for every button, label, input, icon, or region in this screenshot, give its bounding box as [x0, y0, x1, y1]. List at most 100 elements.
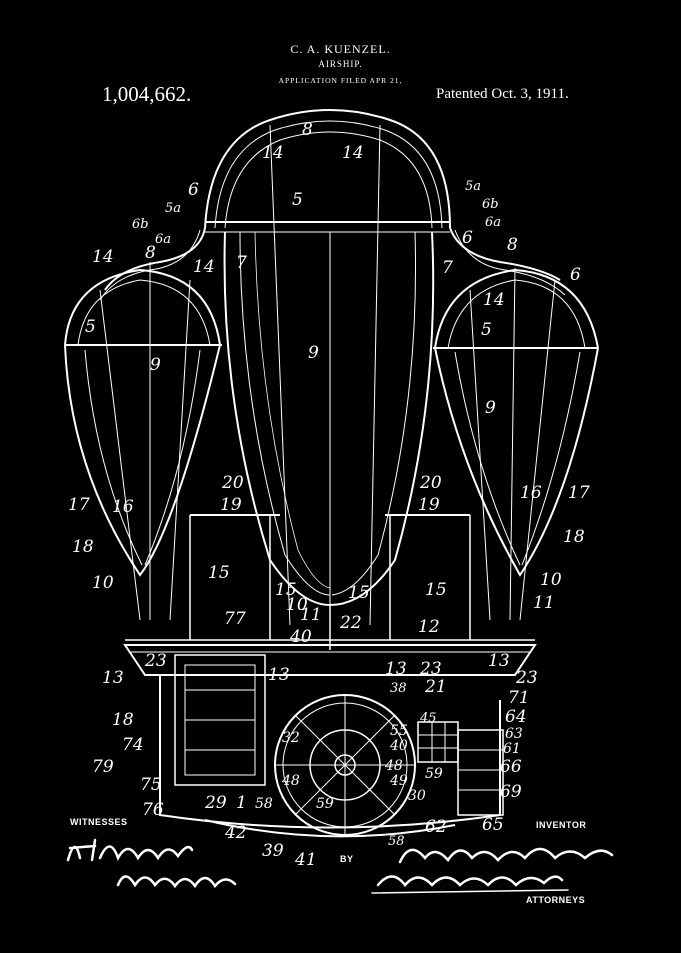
ref-numeral: 8	[145, 243, 156, 263]
ref-numeral: 14	[483, 290, 505, 310]
ref-numeral: 40	[289, 627, 312, 647]
right-balloon	[434, 347, 599, 577]
ref-numeral: 5a	[465, 179, 481, 194]
ref-numeral: 6b	[132, 217, 149, 232]
ref-numeral: 9	[150, 355, 161, 375]
ref-numeral: 42	[224, 823, 247, 843]
ref-numeral: 58	[388, 834, 405, 849]
ref-numeral: 23	[515, 668, 538, 688]
ref-numeral: 66	[500, 757, 522, 777]
ref-numeral: 15	[348, 583, 370, 603]
ref-numeral: 71	[508, 688, 530, 708]
attorney-signature	[376, 875, 564, 887]
ref-numeral: 13	[385, 659, 407, 679]
ref-numeral: 19	[220, 495, 242, 515]
by-label: BY	[340, 854, 354, 864]
car-platform	[123, 644, 537, 676]
ref-numeral: 15	[275, 580, 297, 600]
ref-numeral: 8	[302, 120, 313, 140]
ref-numeral: 41	[294, 850, 317, 870]
ref-numeral: 20	[221, 473, 244, 493]
ref-numeral: 14	[92, 247, 114, 267]
ref-numeral: 20	[419, 473, 442, 493]
ref-numeral: 29	[204, 793, 227, 813]
inventor-label: INVENTOR	[536, 820, 587, 830]
ref-numeral: 62	[425, 817, 447, 837]
ref-numeral: 18	[112, 710, 134, 730]
ref-numeral: 10	[286, 595, 308, 615]
patent-title: AIRSHIP.	[318, 59, 363, 69]
ref-numeral: 45	[419, 711, 437, 726]
ref-numeral: 6	[570, 265, 581, 285]
inventor-signature	[398, 847, 614, 864]
car-body	[159, 675, 501, 829]
ref-numeral: 39	[262, 841, 284, 861]
ref-numeral: 6a	[155, 232, 171, 247]
ref-numeral: 49	[389, 773, 408, 789]
fuel-tanks	[457, 729, 504, 816]
ref-numeral: 5	[292, 190, 303, 210]
ref-numeral: 14	[342, 143, 364, 163]
ref-numeral: 7	[236, 253, 247, 273]
ref-numeral: 9	[485, 398, 496, 418]
ref-numeral: 75	[140, 775, 162, 795]
inventor-name: C. A. KUENZEL.	[290, 42, 391, 56]
witness-signature-1	[66, 838, 194, 862]
left-balloon	[64, 344, 221, 577]
ref-numeral: 13	[102, 668, 124, 688]
ref-numeral: 15	[425, 580, 447, 600]
ref-numeral: 7	[442, 258, 453, 278]
ref-numeral: 69	[500, 782, 522, 802]
ref-numeral: 11	[533, 593, 555, 613]
ref-numeral: 30	[408, 788, 426, 804]
ref-numeral: 14	[262, 143, 284, 163]
ref-numeral: 13	[268, 665, 290, 685]
witness-signature-2	[116, 875, 237, 889]
left-swoop	[104, 227, 206, 291]
ref-numeral: 17	[68, 495, 90, 515]
ref-numeral: 15	[208, 563, 230, 583]
patent-date: Patented Oct. 3, 1911.	[436, 86, 569, 102]
ref-numeral: 10	[540, 570, 562, 590]
ref-numeral: 61	[503, 741, 521, 757]
ref-numeral: 6	[188, 180, 199, 200]
ref-numeral: 77	[224, 609, 246, 629]
left-balloon-top	[64, 268, 221, 346]
ref-numeral: 48	[281, 773, 300, 789]
ref-numeral: 76	[142, 800, 164, 820]
ref-numeral: 65	[482, 815, 504, 835]
ref-numeral: 10	[92, 573, 114, 593]
drawing-lines	[64, 109, 599, 838]
ref-numeral: 5a	[165, 201, 181, 216]
ref-numeral: 38	[390, 681, 407, 696]
ref-numeral: 16	[520, 483, 542, 503]
ref-numeral: 58	[255, 796, 273, 812]
ref-numeral: 6b	[482, 197, 499, 212]
ref-numeral: 48	[384, 758, 403, 774]
central-balloon	[223, 231, 435, 607]
right-swoop	[449, 227, 561, 281]
attorneys-label: ATTORNEYS	[526, 895, 586, 905]
ref-numeral: 74	[122, 735, 144, 755]
signatures	[66, 838, 614, 894]
ref-numeral: 1	[236, 793, 247, 813]
ref-numeral: 11	[300, 605, 322, 625]
ref-numeral: 9	[308, 343, 319, 363]
ref-numeral: 17	[568, 483, 590, 503]
ref-numeral: 5	[85, 317, 96, 337]
keel	[204, 819, 456, 838]
ref-numeral: 59	[316, 796, 334, 812]
ref-numeral: 13	[488, 651, 510, 671]
ref-numeral: 64	[505, 707, 527, 727]
ref-numeral: 18	[72, 537, 94, 557]
engine-block	[174, 654, 266, 786]
witnesses-label: WITNESSES	[70, 817, 128, 827]
ref-numeral: 63	[505, 726, 523, 742]
filing-date: APPLICATION FILED APR 21,	[278, 76, 403, 85]
control-panel	[417, 721, 459, 763]
ref-numeral: 5	[481, 320, 492, 340]
ref-numeral: 59	[425, 766, 443, 782]
patent-number: 1,004,662.	[102, 82, 192, 106]
ref-numeral: 6	[462, 228, 473, 248]
